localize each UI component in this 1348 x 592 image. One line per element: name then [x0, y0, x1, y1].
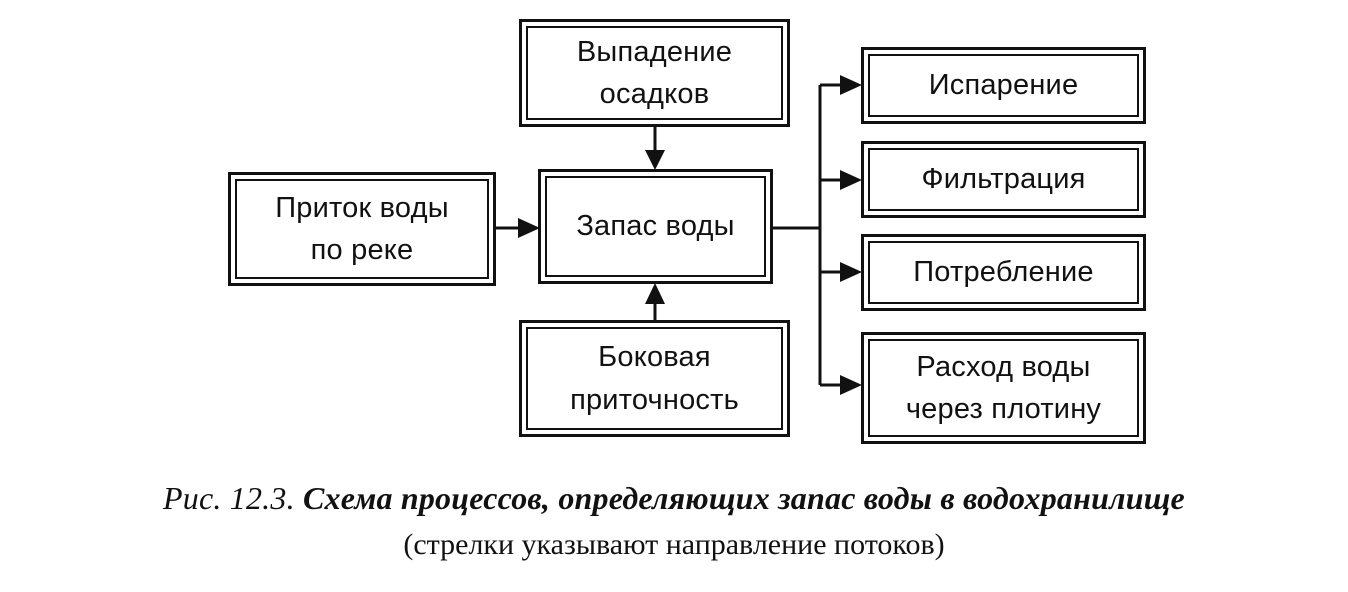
figure-number: Рис. 12.3.: [163, 480, 295, 516]
connector-arrows: [496, 75, 862, 395]
box-consumption: Потребление: [861, 234, 1146, 311]
box-lateral-inflow-line2: приточность: [570, 383, 739, 416]
box-river-inflow-line1: Приток воды: [275, 191, 449, 224]
figure-caption: Рис. 12.3. Схема процессов, определяющих…: [0, 480, 1348, 517]
box-evaporation: Испарение: [861, 47, 1146, 124]
water-reservoir-diagram: Выпадение осадков Приток воды по реке За…: [228, 19, 1146, 444]
box-evaporation-label: Испарение: [928, 69, 1079, 102]
figure-title: Схема процессов, определяющих запас воды…: [302, 480, 1185, 516]
box-lateral-inflow-line1: Боковая: [598, 341, 711, 374]
box-river-inflow-line2: по реке: [310, 234, 414, 266]
box-precipitation-line2: осадков: [599, 78, 710, 110]
box-water-storage-label: Запас воды: [576, 210, 735, 243]
figure-note: (стрелки указывают направление потоков): [403, 528, 945, 561]
box-dam-discharge: Расход воды через плотину: [861, 332, 1146, 444]
box-dam-discharge-line2: через плотину: [905, 393, 1102, 425]
box-lateral-inflow: Боковая приточность: [519, 320, 790, 437]
box-precipitation-line1: Выпадение: [576, 35, 733, 68]
box-filtration-label: Фильтрация: [921, 163, 1086, 196]
box-water-storage: Запас воды: [538, 169, 773, 284]
box-dam-discharge-line1: Расход воды: [916, 350, 1091, 383]
box-precipitation: Выпадение осадков: [519, 19, 790, 127]
box-river-inflow: Приток воды по реке: [228, 172, 496, 286]
box-filtration: Фильтрация: [861, 141, 1146, 218]
box-consumption-label: Потребление: [913, 256, 1094, 289]
